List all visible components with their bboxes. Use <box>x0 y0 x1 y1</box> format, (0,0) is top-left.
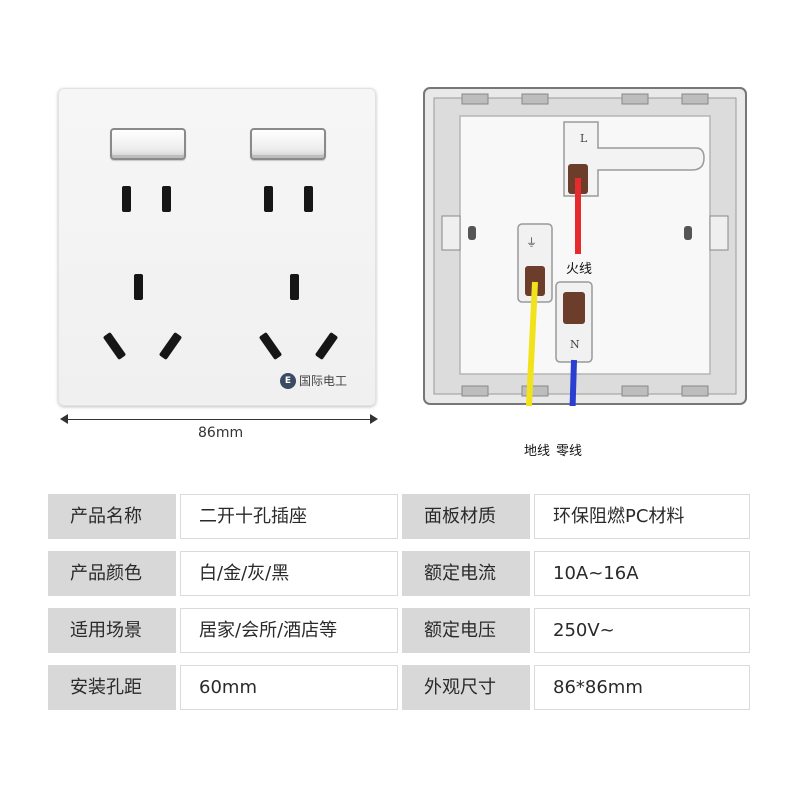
spec-label: 适用场景 <box>48 608 176 653</box>
three-pin-angled-slot-right-a <box>258 331 283 361</box>
dimension-label: 86mm <box>198 425 244 441</box>
two-pin-slot-left-b <box>162 186 171 212</box>
spec-value: 86*86mm <box>534 665 750 710</box>
ground-symbol-icon: ⏚ <box>526 236 537 249</box>
left-mount-tab <box>441 215 461 251</box>
brand-logo-icon: E <box>280 372 296 389</box>
spec-label: 额定电流 <box>402 551 530 596</box>
spec-value: 60mm <box>180 665 398 710</box>
spec-label: 面板材质 <box>402 494 530 539</box>
socket-back-view: L ⏚ N <box>423 87 747 406</box>
live-terminal <box>563 121 705 197</box>
three-pin-angled-slot-left-b <box>158 331 183 361</box>
two-pin-slot-right-b <box>304 186 313 212</box>
right-mount-tab <box>709 215 729 251</box>
brand-mark: E 国际电工 <box>280 372 347 389</box>
spec-label: 额定电压 <box>402 608 530 653</box>
terminal-N-label: N <box>570 338 580 351</box>
spec-table: 产品名称 二开十孔插座 面板材质 环保阻燃PC材料 产品颜色 白/金/灰/黑 额… <box>48 494 750 722</box>
spec-row: 产品颜色 白/金/灰/黑 额定电流 10A~16A <box>48 551 750 596</box>
spec-row: 产品名称 二开十孔插座 面板材质 环保阻燃PC材料 <box>48 494 750 539</box>
wire-labels: 地线零线 <box>524 440 588 459</box>
terminal-L-label: L <box>580 132 588 145</box>
dimension-arrow-left-icon <box>60 414 68 424</box>
spec-value: 10A~16A <box>534 551 750 596</box>
left-mount-hole <box>468 226 476 240</box>
three-pin-angled-slot-left-a <box>102 331 127 361</box>
ground-wire <box>525 281 538 406</box>
brand-name: 国际电工 <box>299 374 348 388</box>
three-pin-angled-slot-right-b <box>314 331 339 361</box>
spec-value: 250V~ <box>534 608 750 653</box>
spec-value: 环保阻燃PC材料 <box>534 494 750 539</box>
left-rocker-switch[interactable] <box>110 128 186 160</box>
spec-label: 产品名称 <box>48 494 176 539</box>
ground-wire-label: 地线 <box>524 444 551 459</box>
three-pin-earth-slot-left <box>134 274 143 300</box>
three-pin-earth-slot-right <box>290 274 299 300</box>
spec-label: 产品颜色 <box>48 551 176 596</box>
spec-value: 白/金/灰/黑 <box>180 551 398 596</box>
spec-label: 外观尺寸 <box>402 665 530 710</box>
two-pin-slot-right-a <box>264 186 273 212</box>
live-wire-label: 火线 <box>566 262 593 277</box>
spec-row: 安装孔距 60mm 外观尺寸 86*86mm <box>48 665 750 710</box>
ground-screw <box>525 266 545 296</box>
neutral-wire <box>569 359 577 406</box>
spec-value: 二开十孔插座 <box>180 494 398 539</box>
two-pin-slot-left-a <box>122 186 131 212</box>
spec-label: 安装孔距 <box>48 665 176 710</box>
dimension-arrow-right-icon <box>370 414 378 424</box>
spec-value: 居家/会所/酒店等 <box>180 608 398 653</box>
right-rocker-switch[interactable] <box>250 128 326 160</box>
dimension-line <box>62 419 376 420</box>
neutral-screw <box>563 292 585 324</box>
socket-front-panel: E 国际电工 <box>58 88 376 406</box>
neutral-wire-label: 零线 <box>556 444 583 459</box>
right-mount-hole <box>684 226 692 240</box>
spec-row: 适用场景 居家/会所/酒店等 额定电压 250V~ <box>48 608 750 653</box>
frame-notches <box>461 93 709 397</box>
